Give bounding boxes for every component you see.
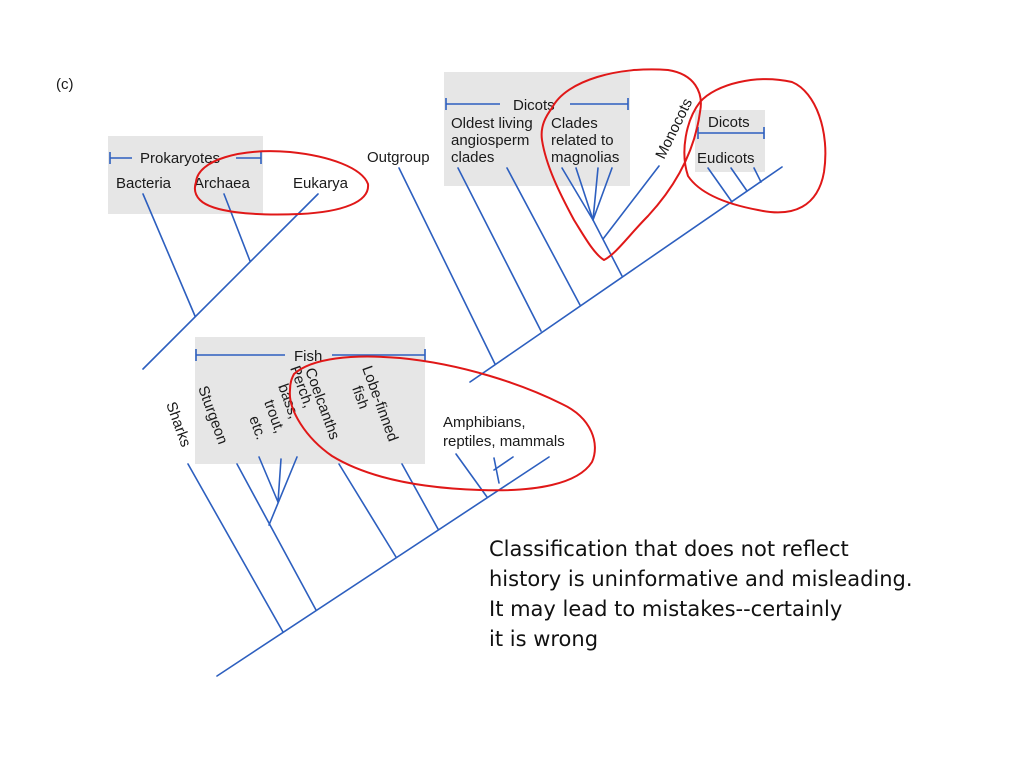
tree-angiosperms: Dicots Dicots Outgroup Oldest living ang… xyxy=(367,72,783,383)
taxon-oldest-line3: clades xyxy=(451,149,494,166)
tree-vertebrates: Fish Sharks Sturgeon Perch, bass, trout,… xyxy=(162,337,565,677)
dicots-right-box xyxy=(695,110,765,172)
ink-loop-eudicots xyxy=(683,78,827,214)
taxon-clades-line3: magnolias xyxy=(551,149,619,166)
fish-box xyxy=(195,337,425,464)
fish-bracket xyxy=(195,349,426,361)
note-line2: history is uninformative and misleading. xyxy=(489,567,913,591)
red-ink-annotations xyxy=(193,68,827,492)
fish-label: Fish xyxy=(294,348,322,365)
taxon-oldest-line2: angiosperm xyxy=(451,132,529,149)
prokaryotes-label: Prokaryotes xyxy=(140,150,220,167)
taxon-clades-line2: related to xyxy=(551,132,614,149)
taxon-clades-line1: Clades xyxy=(551,115,598,132)
ink-loop-archaea-eukarya xyxy=(193,150,370,216)
domains-branches xyxy=(142,193,319,370)
note-line1: Classification that does not reflect xyxy=(489,537,849,561)
taxon-sharks: Sharks xyxy=(162,400,194,450)
taxon-bacteria: Bacteria xyxy=(116,175,172,192)
dicots-right-bracket xyxy=(697,127,765,139)
dicots-left-bracket xyxy=(445,98,629,110)
annotation-note: Classification that does not reflect his… xyxy=(489,537,913,651)
taxon-archaea: Archaea xyxy=(194,175,251,192)
taxon-lobefinned-line2: fish xyxy=(348,384,372,412)
taxon-oldest-line1: Oldest living xyxy=(451,115,533,132)
taxon-outgroup: Outgroup xyxy=(367,149,430,166)
note-line3: It may lead to mistakes--certainly xyxy=(489,597,842,621)
note-line4: it is wrong xyxy=(489,627,598,651)
angiosperm-branches xyxy=(398,165,783,383)
panel-label: (c) xyxy=(56,76,74,93)
prokaryotes-bracket xyxy=(109,152,262,164)
dicots-left-label: Dicots xyxy=(513,97,555,114)
taxon-eudicots: Eudicots xyxy=(697,150,755,167)
taxon-amphibians-line1: Amphibians, xyxy=(443,414,526,431)
ink-loop-lobefinned-tetrapods xyxy=(288,355,596,492)
vertebrate-branches xyxy=(187,453,550,677)
ink-loop-magnolias-monocots xyxy=(540,68,702,261)
taxon-amphibians-line2: reptiles, mammals xyxy=(443,433,565,450)
dicots-right-label: Dicots xyxy=(708,114,750,131)
tree-domains: Prokaryotes Bacteria Archaea Eukarya xyxy=(108,136,349,370)
prokaryotes-box xyxy=(108,136,263,214)
taxon-eukarya: Eukarya xyxy=(293,175,349,192)
dicots-left-box xyxy=(444,72,630,186)
